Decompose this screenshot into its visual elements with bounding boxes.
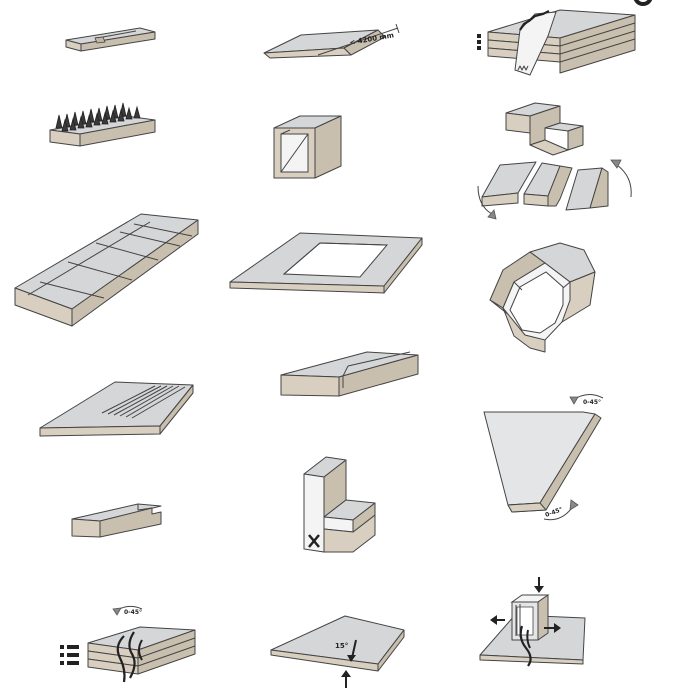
op-chamfered-beam: < 4200 mm [263, 23, 400, 59]
clamp-arrow-left-icon [490, 615, 505, 625]
rotate-arrow-right-icon [610, 159, 632, 198]
op-rebated-board [71, 503, 162, 538]
angle-arrow-top-icon: 0-45° [569, 394, 604, 406]
cut-mark-icon [308, 534, 320, 548]
op-clamped-box [479, 577, 586, 667]
op-trapezoid-panel: 0-45° 0-45° [483, 394, 604, 521]
panel-grooves [27, 221, 193, 299]
op-stack-router-cut: 0-45° [60, 605, 196, 683]
op-stepped-block-cut [477, 102, 632, 220]
op-octagonal-tube [489, 242, 596, 353]
op-panel-long-grooves [39, 381, 194, 437]
op-bevel-wedge: 15° [270, 615, 405, 688]
stack-height-marker-icon [60, 645, 79, 665]
op-saw-stack-cut [477, 9, 636, 76]
op-frame-cutout [229, 232, 423, 294]
clamp-arrow-down-icon [534, 577, 544, 593]
angle-range-top-label: 0-45° [583, 399, 601, 406]
push-arrow-up-icon [341, 670, 351, 688]
clamp-arrow-right-icon [544, 623, 561, 633]
stack-marker-icon [477, 34, 481, 50]
op-comb-teeth-board [49, 102, 156, 147]
bevel-angle-label: 15° [335, 642, 348, 650]
saw-blade-icon [519, 10, 550, 31]
angle-range-cut-label: 0-45° [124, 609, 142, 616]
comb-teeth [55, 102, 141, 132]
op-slotted-board [280, 351, 419, 397]
op-long-grooved-panel [14, 213, 199, 327]
op-grooved-board [65, 27, 156, 52]
angle-arrow-cut-icon: 0-45° [112, 605, 143, 616]
router-path-icon [116, 631, 143, 683]
op-l-profile [303, 456, 376, 553]
drill-bit-icon [519, 625, 532, 667]
bevel-arrow-down-icon [347, 639, 357, 662]
panel-long-grooves [101, 385, 186, 419]
rotate-arrow-left-icon [477, 185, 497, 220]
op-hollow-box [273, 115, 342, 179]
corner-button-icon[interactable] [633, 0, 653, 6]
